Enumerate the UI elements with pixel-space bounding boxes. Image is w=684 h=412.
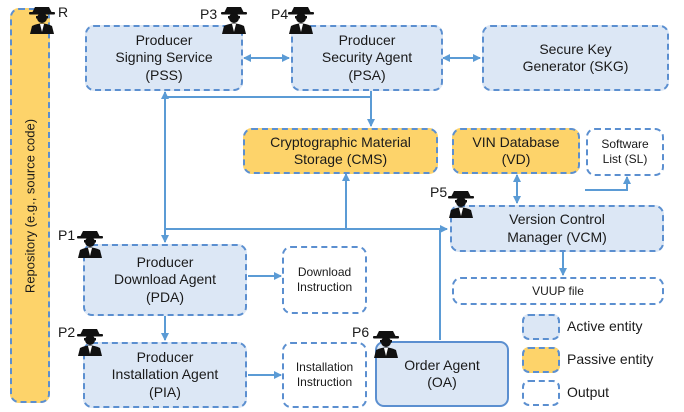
legend-passive-swatch — [522, 347, 560, 373]
node-cms: Cryptographic Material Storage (CMS) — [243, 128, 438, 174]
vcm-line2: Manager (VCM) — [507, 228, 607, 245]
ii-line2: Instruction — [296, 375, 353, 389]
threat-label-p3: P3 — [200, 6, 218, 22]
vd-line2: (VD) — [501, 151, 531, 167]
pss-line2: Signing Service — [115, 49, 213, 66]
threat-label-p1: P1 — [58, 227, 76, 243]
legend-passive-label: Passive entity — [567, 351, 654, 367]
spy-icon-r — [29, 7, 55, 34]
vuup-line1: VUUP file — [532, 283, 584, 298]
skg-line1: Secure Key — [539, 40, 612, 57]
pss-line3: (PSS) — [145, 66, 183, 83]
vcm-line1: Version Control — [509, 211, 605, 227]
cms-line2: Storage (CMS) — [293, 151, 388, 167]
legend-output-swatch — [522, 380, 560, 406]
pia-line1: Producer — [136, 348, 194, 365]
sl-line1: Software — [601, 137, 649, 151]
psa-line2: Security Agent — [321, 49, 413, 66]
pss-line1: Producer — [135, 31, 193, 48]
legend-active-label: Active entity — [567, 318, 643, 334]
threat-label-p4: P4 — [271, 6, 289, 22]
node-sl: Software List (SL) — [586, 128, 664, 176]
threat-label-p5: P5 — [430, 184, 448, 200]
spy-icon-p3 — [221, 7, 247, 34]
psa-line1: Producer — [338, 31, 396, 48]
legend-active-swatch — [522, 314, 560, 340]
node-download-instruction: Download Instruction — [282, 246, 367, 314]
spy-icon-p5 — [448, 191, 474, 218]
node-vcm: Version Control Manager (VCM) — [450, 205, 664, 252]
node-psa: Producer Security Agent (PSA) — [291, 25, 443, 91]
spy-icon-p6 — [373, 331, 399, 358]
node-oa: Order Agent (OA) — [375, 341, 509, 407]
sl-line2: List (SL) — [602, 152, 648, 166]
di-line1: Download — [297, 265, 352, 279]
oa-line2: (OA) — [427, 374, 457, 390]
legend-output-label: Output — [567, 384, 610, 400]
pia-line2: Installation Agent — [111, 366, 219, 383]
node-installation-instruction: Installation Instruction — [282, 342, 367, 408]
repository-box: Repository (e.g., source code) — [10, 8, 50, 403]
pda-line2: Download Agent — [114, 271, 216, 288]
threat-label-r: R — [58, 4, 69, 20]
vd-line1: VIN Database — [472, 133, 560, 150]
di-line2: Instruction — [296, 280, 353, 294]
node-skg: Secure Key Generator (SKG) — [482, 25, 669, 91]
repository-label: Repository (e.g., source code) — [22, 118, 38, 293]
spy-icon-p1 — [77, 231, 103, 258]
node-pss: Producer Signing Service (PSS) — [85, 25, 243, 91]
cms-line1: Cryptographic Material — [270, 133, 411, 150]
node-pia: Producer Installation Agent (PIA) — [83, 342, 247, 408]
pda-line3: (PDA) — [145, 288, 185, 305]
threat-label-p6: P6 — [352, 324, 370, 340]
pda-line1: Producer — [136, 253, 194, 270]
node-vd: VIN Database (VD) — [452, 128, 580, 174]
skg-line2: Generator (SKG) — [522, 58, 629, 74]
spy-icon-p2 — [77, 329, 103, 356]
node-vuup: VUUP file — [452, 277, 664, 305]
ii-line1: Installation — [295, 360, 354, 374]
pia-line3: (PIA) — [149, 383, 181, 400]
oa-line1: Order Agent — [404, 356, 480, 373]
spy-icon-p4 — [288, 7, 314, 34]
vcm-sl-arrow — [585, 176, 631, 191]
threat-label-p2: P2 — [58, 324, 76, 340]
psa-line3: (PSA) — [348, 66, 386, 83]
node-pda: Producer Download Agent (PDA) — [83, 244, 247, 316]
